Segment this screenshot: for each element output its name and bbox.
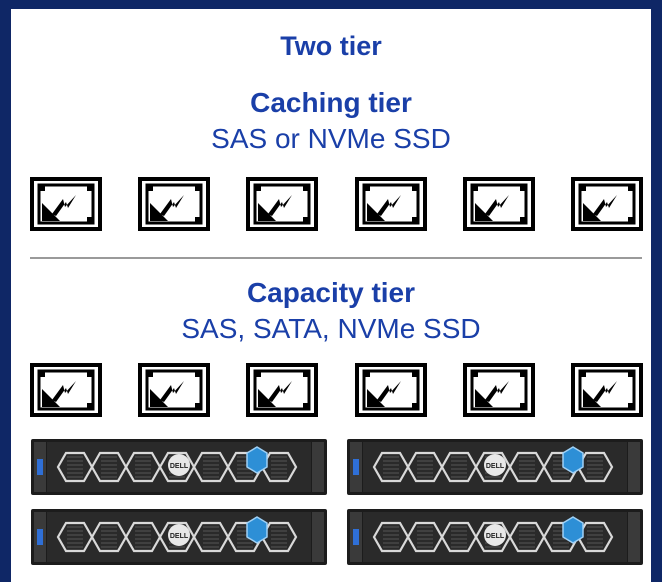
svg-text:DELL: DELL	[170, 463, 189, 470]
server-group: DELL DELL DELL DELL	[31, 437, 645, 569]
svg-text:DELL: DELL	[486, 463, 505, 470]
capacity-drive-row	[30, 363, 643, 419]
capacity-tier-title: Capacity tier	[246, 277, 416, 308]
caching-tier-title: Caching tier	[250, 87, 412, 118]
ssd-drive-icon	[570, 177, 643, 231]
tier-divider	[30, 257, 642, 259]
ssd-drive-icon	[246, 363, 319, 417]
ssd-drive-icon	[354, 177, 427, 231]
svg-text:DELL: DELL	[486, 533, 505, 540]
ssd-drive-icon	[246, 177, 319, 231]
ssd-drive-icon	[138, 177, 211, 231]
server-rack-icon: DELL	[347, 439, 643, 495]
ssd-drive-icon	[462, 363, 535, 417]
server-rack-icon: DELL	[31, 509, 327, 565]
server-unit: DELL	[31, 437, 327, 497]
ssd-drive-icon	[462, 177, 535, 231]
ssd-drive-icon	[138, 363, 211, 417]
diagram-panel: Two tier Caching tier SAS or NVMe SSD Ca…	[11, 9, 651, 582]
diagram-title: Two tier	[280, 31, 382, 61]
caching-drive-row	[30, 177, 643, 233]
server-unit: DELL	[347, 507, 643, 567]
ssd-drive-icon	[570, 363, 643, 417]
ssd-drive-icon	[30, 177, 102, 231]
ssd-drive-icon	[30, 363, 102, 417]
svg-text:DELL: DELL	[170, 533, 189, 540]
server-rack-icon: DELL	[31, 439, 327, 495]
server-unit: DELL	[347, 437, 643, 497]
caching-tier-subtitle: SAS or NVMe SSD	[211, 123, 451, 154]
server-rack-icon: DELL	[347, 509, 643, 565]
server-unit: DELL	[31, 507, 327, 567]
capacity-tier-subtitle: SAS, SATA, NVMe SSD	[181, 313, 481, 344]
ssd-drive-icon	[354, 363, 427, 417]
